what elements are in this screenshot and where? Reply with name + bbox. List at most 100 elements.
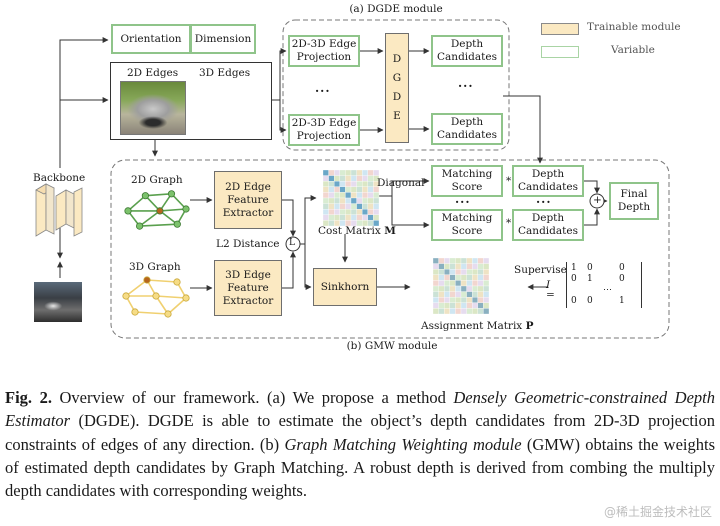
matrix-cell xyxy=(350,214,357,221)
matrix-cell xyxy=(367,175,374,182)
matrix-cell xyxy=(334,203,340,210)
extractor-line: Feature xyxy=(227,281,269,294)
matrix-cell xyxy=(466,280,473,287)
matrix-cell xyxy=(444,280,450,287)
matrix-cell xyxy=(472,257,478,264)
matrix-cell xyxy=(483,302,490,309)
figure-caption: Fig. 2. Overview of our framework. (a) W… xyxy=(5,386,715,502)
matrix-cell xyxy=(322,175,329,182)
matrix-cell xyxy=(432,263,439,270)
identity-entry: 0 xyxy=(571,274,577,284)
dgde-module-title: (a) DGDE module xyxy=(349,3,443,15)
matrix-cell xyxy=(472,274,478,281)
matrix-cell xyxy=(322,197,329,204)
matrix-cell xyxy=(345,192,352,199)
matrix-cell xyxy=(367,192,374,199)
matrix-cell xyxy=(455,308,462,315)
matrix-cell xyxy=(460,274,467,281)
matrix-cell xyxy=(460,263,467,270)
matrix-cell xyxy=(444,302,450,309)
matrix-cell xyxy=(438,274,445,281)
identity-entry: 0 xyxy=(619,274,625,284)
graph-node xyxy=(173,278,181,286)
matrix-cell xyxy=(367,214,374,221)
matrix-cell xyxy=(477,291,484,298)
backbone-icon xyxy=(35,183,83,237)
matrix-cell xyxy=(345,181,352,187)
matrix-cell xyxy=(455,269,462,275)
matrix-cell xyxy=(455,302,462,309)
matrix-cell xyxy=(356,181,363,187)
matrix-cell xyxy=(466,274,473,281)
matrix-cell xyxy=(472,269,478,275)
graph-node xyxy=(136,222,144,230)
cost-matrix-grid xyxy=(322,169,380,227)
supervise-label: Supervise xyxy=(514,264,567,276)
matrix-cell xyxy=(477,269,484,275)
connector-arrow xyxy=(300,195,317,245)
matrix-cell xyxy=(483,285,490,292)
matching-line: Score xyxy=(451,181,483,193)
matrix-cell xyxy=(362,214,368,221)
matrix-cell xyxy=(373,192,380,199)
dgde-module-frame xyxy=(282,19,510,151)
matrix-cell xyxy=(472,308,478,315)
matrix-cell xyxy=(449,302,456,309)
matrix-cell xyxy=(339,209,346,215)
gmw-depth-line: Depth xyxy=(531,168,565,180)
matrix-cell xyxy=(444,297,450,303)
graph-edge xyxy=(167,297,187,315)
identity-entry: 1 xyxy=(587,274,593,284)
matrix-cell xyxy=(345,214,352,221)
caption-dgde-name: Densely Geometric-constrained Depth Esti… xyxy=(5,388,715,431)
matrix-cell xyxy=(362,192,368,199)
matrix-cell xyxy=(438,280,445,287)
car-image xyxy=(120,81,186,135)
graph-edge xyxy=(155,295,187,299)
matrix-cell xyxy=(334,209,340,215)
matrix-cell xyxy=(455,274,462,281)
matrix-cell xyxy=(345,169,352,176)
matrix-cell xyxy=(328,169,335,176)
matrix-cell xyxy=(432,274,439,281)
graph-edge xyxy=(159,208,187,212)
assignment-matrix-label: Assignment Matrix P xyxy=(421,320,533,333)
matrix-cell xyxy=(334,181,340,187)
matrix-cell xyxy=(373,197,380,204)
matrix-cell xyxy=(472,263,478,270)
matrix-cell xyxy=(466,308,473,315)
matrix-cell xyxy=(477,274,484,281)
graph-node xyxy=(152,292,160,300)
matrix-cell xyxy=(477,257,484,264)
matrix-cell xyxy=(432,285,439,292)
matrix-cell xyxy=(460,297,467,303)
projection-line2: Projection xyxy=(296,51,352,63)
identity-entry: 1 xyxy=(571,263,577,273)
matrix-cell xyxy=(362,186,368,193)
connector-arrow xyxy=(282,251,296,289)
identity-entry: 0 xyxy=(571,296,577,306)
matrix-cell xyxy=(455,280,462,287)
matrix-cell xyxy=(322,209,329,215)
matrix-cell xyxy=(345,197,352,204)
watermark: @稀土掘金技术社区 xyxy=(603,505,712,519)
matrix-cell xyxy=(472,291,478,298)
cost-matrix-symbol: M xyxy=(384,225,396,237)
matrix-cell xyxy=(373,169,380,176)
matrix-cell xyxy=(472,297,478,303)
matrix-cell xyxy=(438,257,445,264)
l2-node-symbol: L xyxy=(289,238,295,248)
matrix-cell xyxy=(432,302,439,309)
matrix-cell xyxy=(438,291,445,298)
legend-variable-label: Variable xyxy=(611,44,655,56)
dgde-letter: G xyxy=(392,72,402,84)
matrix-cell xyxy=(373,203,380,210)
graph-edge xyxy=(134,311,169,315)
connector-arrow xyxy=(279,100,287,133)
matrix-cell xyxy=(438,285,445,292)
graph-node xyxy=(182,294,190,302)
